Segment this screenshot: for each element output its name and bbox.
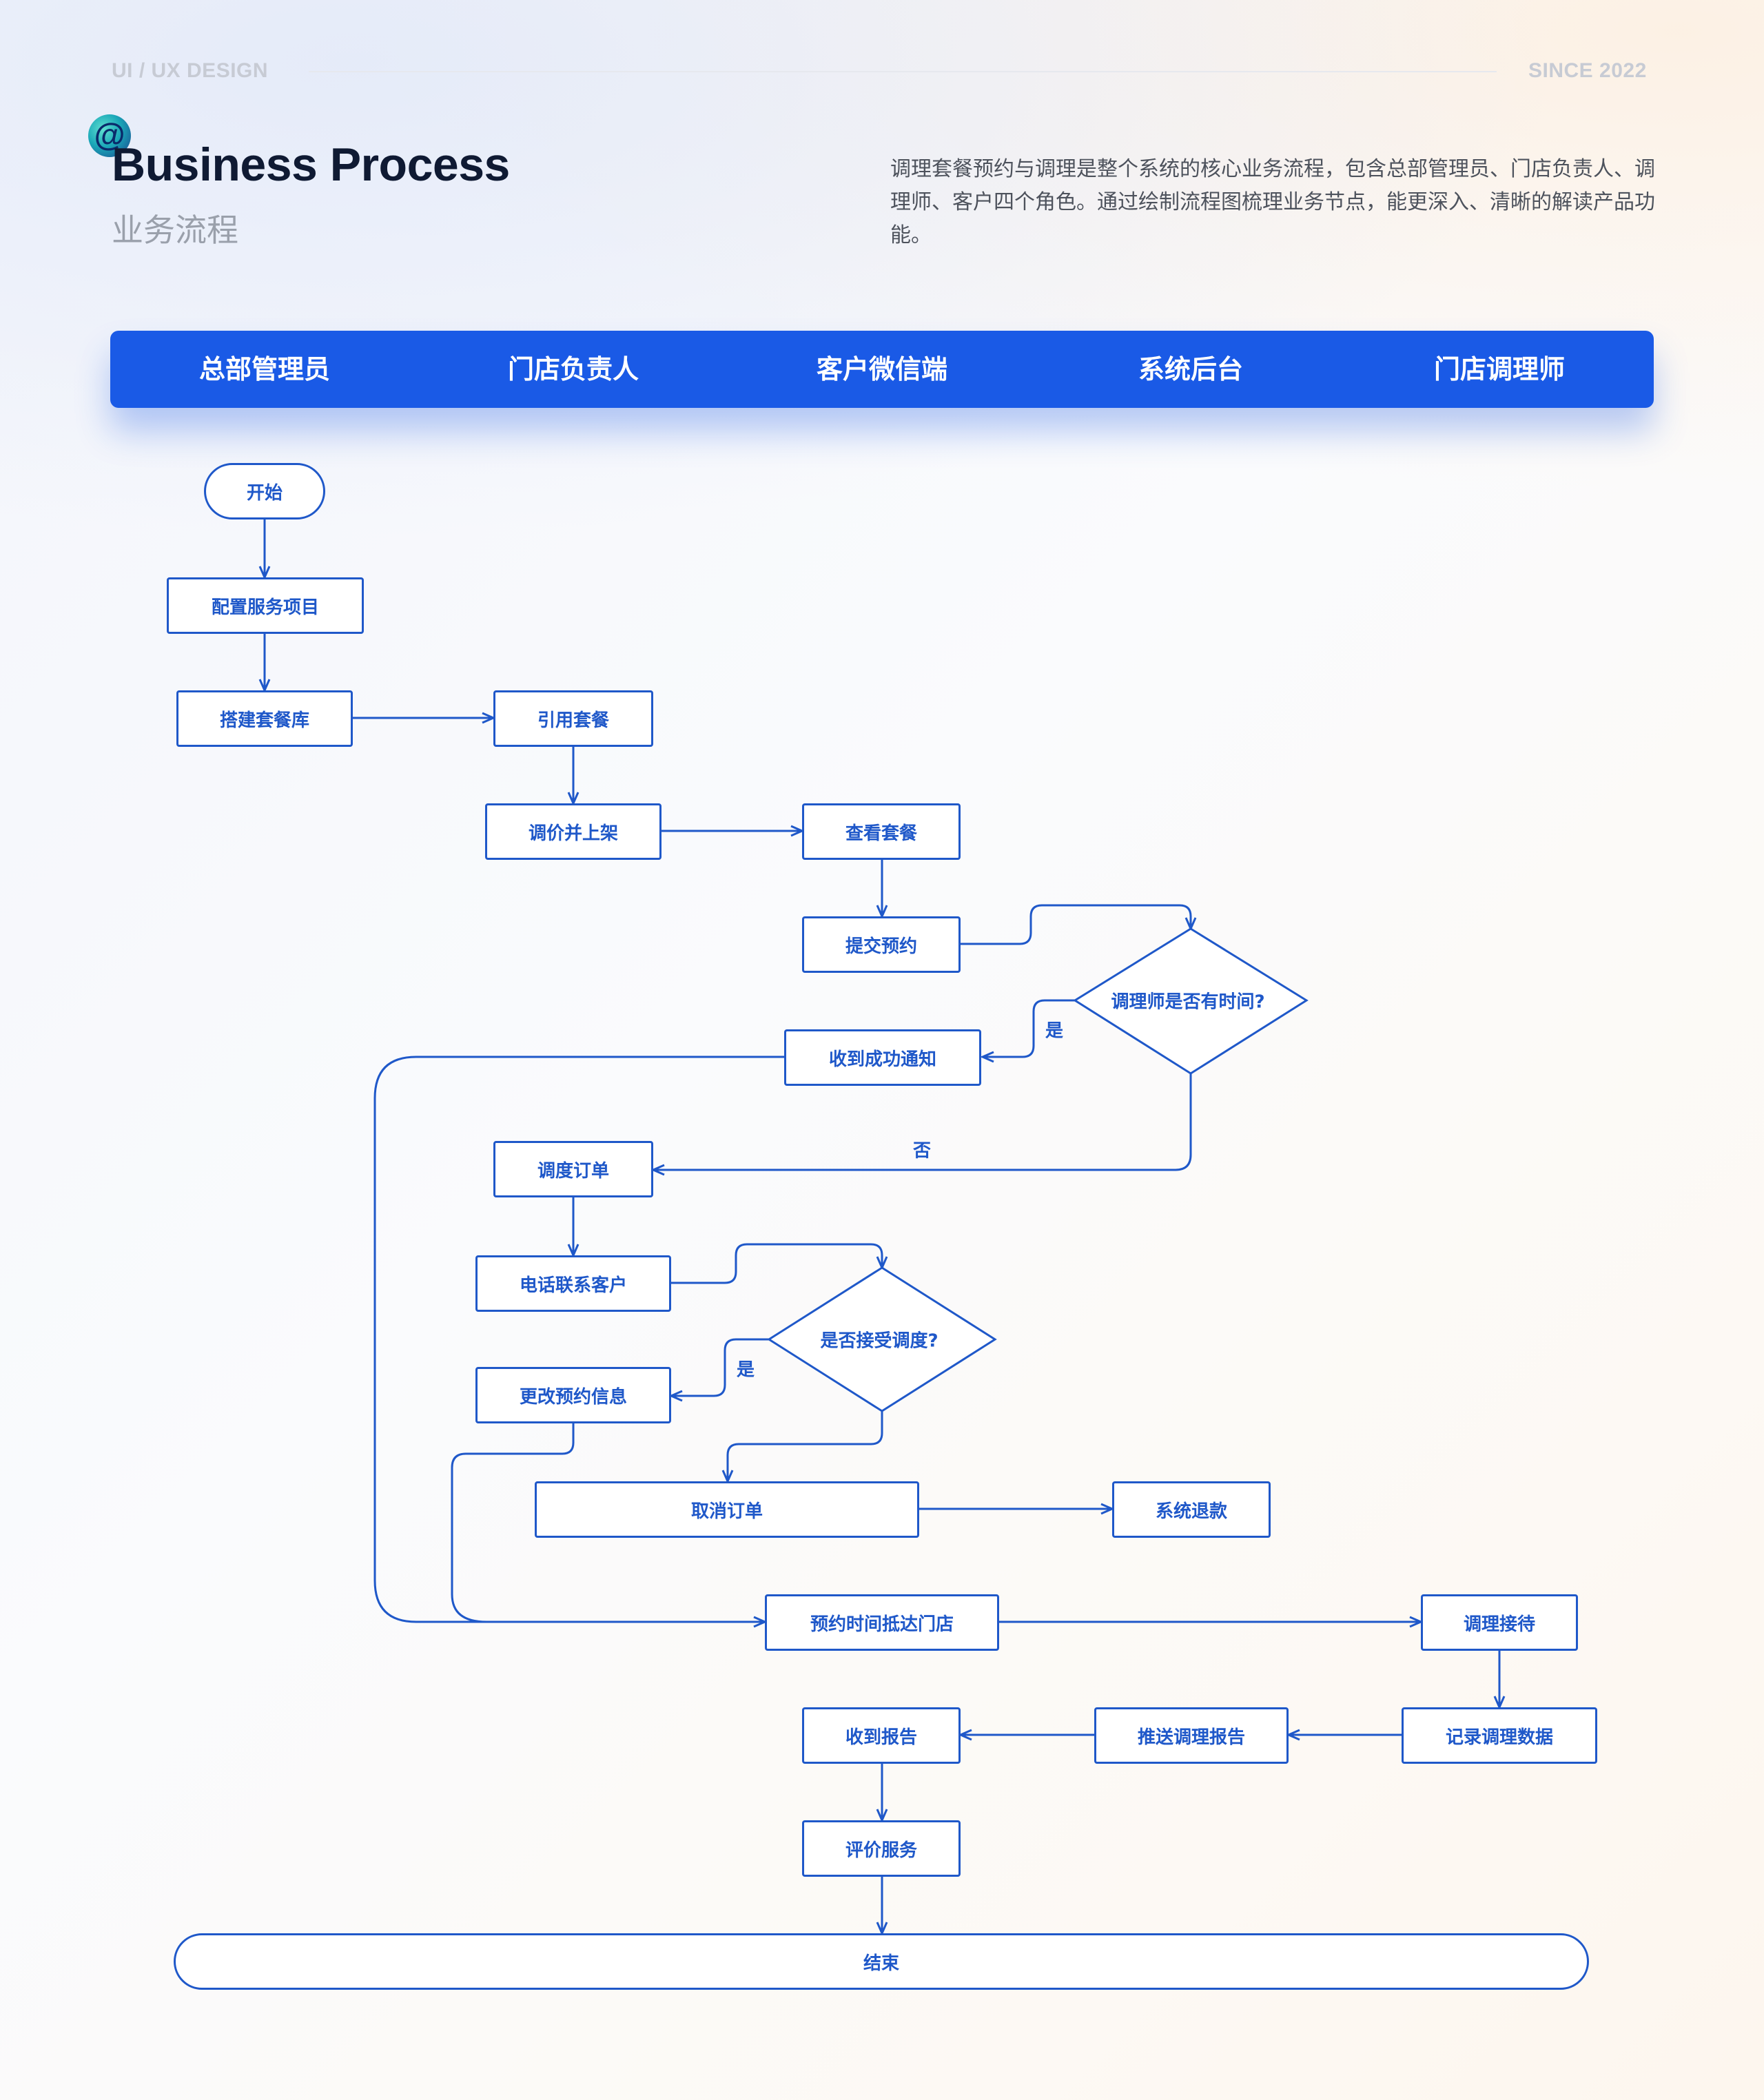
since-tag: SINCE 2022 [1528,59,1647,82]
node-build-library: 搭建套餐库 [176,690,353,747]
page-description: 调理套餐预约与调理是整个系统的核心业务流程，包含总部管理员、门店负责人、调理师、… [890,157,1655,247]
edge-decision-dispatch [653,1073,1192,1170]
node-submit-booking: 提交预约 [802,916,961,973]
decision-time-shape [1073,927,1309,1075]
node-modify-booking: 更改预约信息 [475,1367,671,1423]
edge-success-arrive [373,1056,784,1622]
at-logo-icon: @ [88,114,131,157]
node-config-service: 配置服务项目 [167,577,364,634]
header-divider [309,71,1497,72]
node-arrive-store: 预约时间抵达门店 [765,1594,999,1651]
node-push-report: 推送调理报告 [1094,1707,1289,1764]
lane-customer-wechat: 客户微信端 [816,354,947,384]
node-call-customer: 电话联系客户 [475,1255,671,1312]
node-reference-package: 引用套餐 [493,690,653,747]
node-start: 开始 [204,463,325,519]
edge-decision-cancel [728,1411,883,1481]
lane-store-therapist: 门店调理师 [1433,354,1565,384]
decision-accept-shape [767,1266,997,1412]
page-subtitle: 业务流程 [112,212,238,249]
edge-label-yes: 是 [1045,1020,1064,1042]
edge-label-no: 否 [912,1140,932,1162]
decision-therapist-available: 调理师是否有时间? [1111,991,1265,1013]
lane-system-backend: 系统后台 [1138,354,1243,384]
node-success-notice: 收到成功通知 [784,1029,981,1086]
node-system-refund: 系统退款 [1112,1481,1271,1538]
node-end: 结束 [174,1933,1589,1990]
node-cancel-order: 取消订单 [535,1481,919,1538]
swimlane-header: 总部管理员 门店负责人 客户微信端 系统后台 门店调理师 [110,331,1654,408]
edge-submit-decision [961,904,1191,945]
edge-label-yes-accept: 是 [736,1359,755,1381]
page-title: Business Process [112,138,510,191]
node-view-package: 查看套餐 [802,803,961,860]
node-evaluate-service: 评价服务 [802,1820,961,1877]
node-reception: 调理接待 [1421,1594,1578,1651]
lane-store-manager: 门店负责人 [507,354,639,384]
edge-call-decision [671,1243,882,1284]
node-dispatch-order: 调度订单 [493,1141,653,1197]
design-tag: UI / UX DESIGN [112,59,269,82]
decision-accept-dispatch: 是否接受调度? [820,1330,939,1352]
edge-modify-arrive [451,1423,575,1623]
node-price-and-list: 调价并上架 [485,803,662,860]
edge-decision-modify [671,1338,769,1396]
node-record-data: 记录调理数据 [1402,1707,1597,1764]
edge-decision-success [983,999,1075,1057]
node-receive-report: 收到报告 [802,1707,961,1764]
lane-hq-admin: 总部管理员 [198,354,330,384]
